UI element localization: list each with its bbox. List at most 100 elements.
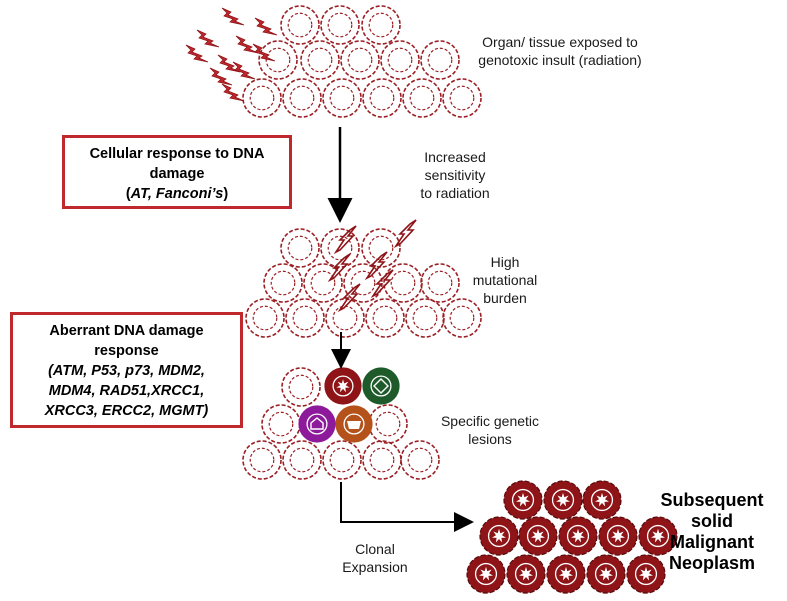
outcome-label: Subsequent solid Malignant Neoplasm (652, 490, 772, 574)
cell (442, 78, 482, 118)
exposed-label-line: genotoxic insult (radiation) (478, 52, 642, 68)
mutational-label-line: High (490, 254, 520, 270)
outcome-line: Neoplasm (668, 553, 756, 573)
malignant-cell-icon (503, 480, 543, 520)
lightning-bolt-outline-icon (370, 269, 394, 299)
box1-paren: ) (223, 186, 229, 202)
cell (281, 367, 321, 407)
lightning-bolt-outline-icon (364, 251, 388, 281)
cell (300, 40, 340, 80)
clonal-label-line: Clonal (355, 541, 395, 557)
cell (320, 228, 360, 268)
lightning-bolt-icon (185, 44, 209, 63)
cell (322, 440, 362, 480)
malignant-cell-icon (638, 516, 678, 556)
mutational-label: High mutational burden (455, 253, 555, 307)
sensitivity-label-line: sensitivity (424, 167, 486, 183)
malignant-cell-icon (546, 554, 586, 594)
cell (261, 404, 301, 444)
aberrant-response-box: Aberrant DNA damage response (ATM, P53, … (10, 312, 243, 428)
cell (405, 298, 445, 338)
lesions-label-line: lesions (468, 431, 512, 447)
cell (242, 440, 282, 480)
box1-paren: ( (125, 186, 131, 202)
lightning-bolt-icon (221, 83, 245, 102)
box1-genes: (AT, Fanconi’s) (65, 184, 289, 204)
cell (361, 228, 401, 268)
mutated-cell-icon (335, 405, 373, 443)
malignant-cell-icon (506, 554, 546, 594)
lesions-label: Specific genetic lesions (420, 412, 560, 448)
lesions-label-line: Specific genetic (440, 413, 540, 429)
clonal-label: Clonal Expansion (320, 540, 430, 576)
malignant-cell-icon (543, 480, 583, 520)
cell (365, 298, 405, 338)
exposed-label-line: Organ/ tissue exposed to (482, 34, 638, 50)
lightning-bolt-icon (209, 67, 233, 86)
cell (361, 5, 401, 45)
healthy-tissue-cluster (242, 5, 482, 118)
malignant-cell-icon (626, 554, 666, 594)
cell (380, 40, 420, 80)
lightning-bolt-outline-icon (337, 283, 361, 313)
malignant-cell-icon (598, 516, 638, 556)
cell (402, 78, 442, 118)
mutated-cell-icon (362, 367, 400, 405)
cell (245, 298, 285, 338)
lightning-bolt-outline-icon (393, 219, 417, 249)
cell (263, 263, 303, 303)
malignant-cell-icon (586, 554, 626, 594)
cell (242, 78, 282, 118)
mutated-cell-icon (324, 367, 362, 405)
cell (362, 78, 402, 118)
box1-gene-list: AT, Fanconi’s (130, 186, 224, 202)
box2-gene-list: MDM4, RAD51,XRCC1, (48, 383, 205, 399)
cell (420, 263, 460, 303)
outcome-line: Malignant (670, 532, 754, 552)
exposed-label: Organ/ tissue exposed to genotoxic insul… (440, 33, 680, 69)
sensitivity-label-line: Increased (424, 149, 486, 165)
cell (258, 40, 298, 80)
box2-gene-list: XRCC3, ERCC2, MGMT) (44, 403, 209, 419)
cell (320, 5, 360, 45)
lightning-bolt-icon (221, 7, 245, 26)
outcome-line: Subsequent (660, 490, 764, 510)
cell (340, 40, 380, 80)
box1-line: damage (149, 166, 205, 182)
sensitivity-label-line: to radiation (420, 185, 490, 201)
cell (383, 263, 423, 303)
cellular-response-box: Cellular response to DNA damage (AT, Fan… (62, 135, 292, 209)
cell (303, 263, 343, 303)
lightning-bolt-icon (254, 17, 278, 36)
cell (325, 298, 365, 338)
malignant-cell-cluster (466, 480, 678, 594)
box2-line: Aberrant DNA damage (49, 323, 204, 339)
lightning-bolt-outline-icon (327, 253, 351, 283)
cell (442, 298, 482, 338)
cell (400, 440, 440, 480)
outcome-line: solid (690, 511, 733, 531)
malignant-cell-icon (558, 516, 598, 556)
cell (368, 404, 408, 444)
box2-gene-list: (ATM, P53, p73, MDM2, (48, 363, 205, 379)
malignant-cell-icon (479, 516, 519, 556)
genetic-lesion-cluster (242, 367, 440, 480)
cell (420, 40, 460, 80)
box1-line: Cellular response to DNA (89, 146, 265, 162)
cell (280, 228, 320, 268)
malignant-cell-icon (518, 516, 558, 556)
cell (280, 5, 320, 45)
mutational-label-line: mutational (472, 272, 538, 288)
clonal-label-line: Expansion (342, 559, 408, 575)
lightning-bolt-icon (232, 61, 256, 80)
cell (362, 440, 402, 480)
mutational-label-line: burden (483, 290, 527, 306)
cell (322, 78, 362, 118)
mutation-marks (327, 219, 417, 313)
cell (282, 78, 322, 118)
malignant-cell-icon (582, 480, 622, 520)
sensitivity-label: Increased sensitivity to radiation (395, 148, 515, 202)
lightning-bolt-icon (196, 29, 220, 48)
cell (282, 440, 322, 480)
